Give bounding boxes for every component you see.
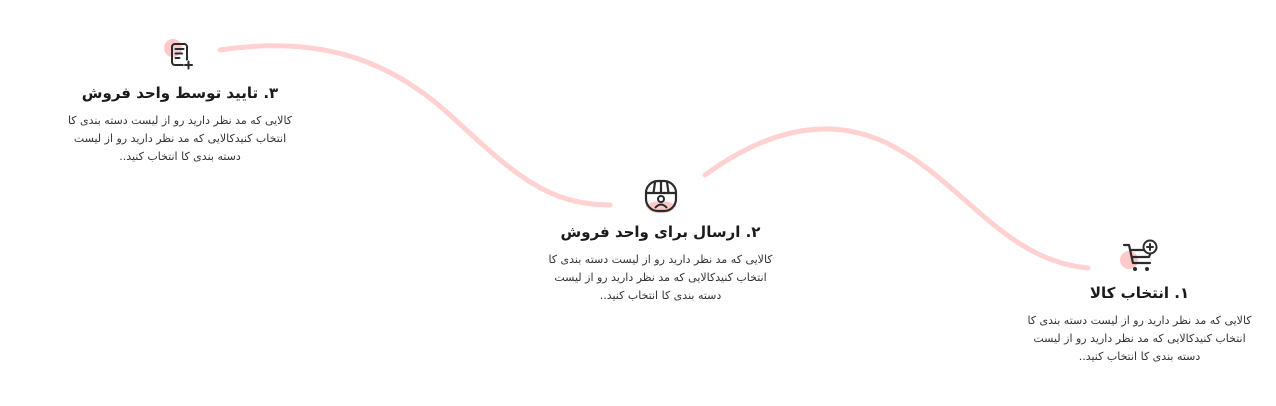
cart-plus-icon	[1119, 238, 1160, 278]
step-3-desc-line: انتخاب کنیدکالایی که مد نظر دارید رو از …	[73, 132, 287, 145]
step-2-description: کالایی که مد نظر دارید رو از لیست دسته ب…	[538, 251, 783, 305]
step-2: ۲. ارسال برای واحد فروش کالایی که مد نظر…	[538, 177, 783, 305]
step-1-description: کالایی که مد نظر دارید رو از لیست دسته ب…	[1017, 312, 1262, 366]
step-1-title: ۱. انتخاب کالا	[1089, 284, 1190, 302]
step-3-desc-line: کالایی که مد نظر دارید رو از لیست دسته ب…	[67, 114, 293, 127]
connector-wave-right	[702, 126, 1091, 271]
storefront-icon	[641, 177, 681, 217]
step-1-desc-line: کالایی که مد نظر دارید رو از لیست دسته ب…	[1027, 314, 1252, 327]
connector-wave-left	[217, 43, 613, 208]
step-3-desc-line: دسته بندی کا انتخاب کنید..	[119, 150, 241, 163]
step-2-desc-line: انتخاب کنیدکالایی که مد نظر دارید رو از …	[554, 271, 767, 284]
step-1-desc-line: انتخاب کنیدکالایی که مد نظر دارید رو از …	[1033, 332, 1246, 345]
step-2-desc-line: کالایی که مد نظر دارید رو از لیست دسته ب…	[548, 253, 773, 266]
document-add-icon	[160, 38, 200, 78]
step-2-desc-line: دسته بندی کا انتخاب کنید..	[599, 289, 722, 302]
step-3-description: کالایی که مد نظر دارید رو از لیست دسته ب…	[60, 112, 300, 166]
step-2-title: ۲. ارسال برای واحد فروش	[560, 223, 761, 241]
step-1-desc-line: دسته بندی کا انتخاب کنید..	[1078, 350, 1201, 363]
step-3-title: ۳. تایید توسط واحد فروش	[81, 84, 279, 102]
step-3: ۳. تایید توسط واحد فروش کالایی که مد نظر…	[60, 38, 300, 166]
step-1: ۱. انتخاب کالا کالایی که مد نظر دارید رو…	[1017, 238, 1262, 366]
